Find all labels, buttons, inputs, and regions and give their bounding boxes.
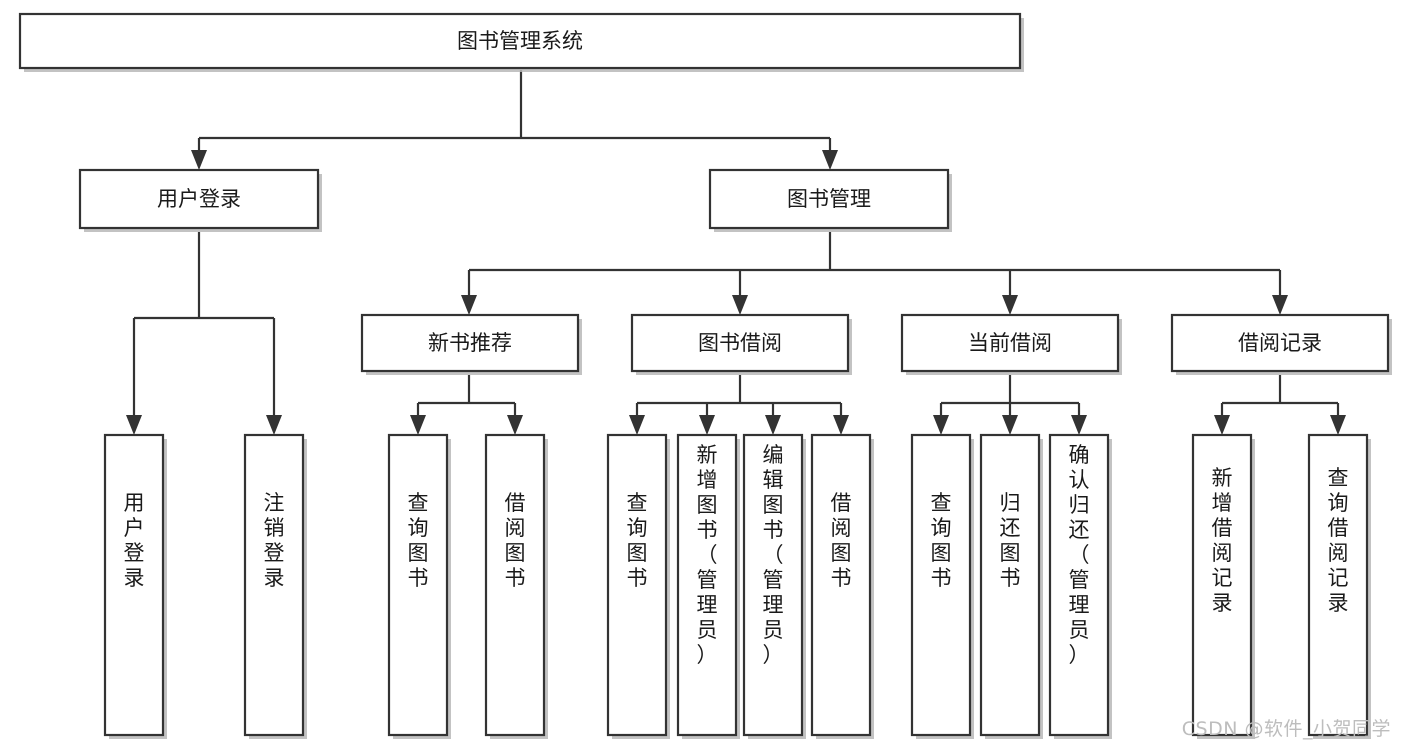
arrow-user-login-leaf-2 (266, 415, 282, 435)
node-label: 借阅图书 (831, 491, 852, 590)
arrow-current-borrow-leaf-1 (933, 415, 949, 435)
node-label: 查询图书 (931, 491, 952, 590)
arrow-book-borrow-leaf-2 (699, 415, 715, 435)
node-label: 注销登录 (264, 491, 285, 590)
leaf-node-borrow-record-add-record[interactable]: 新增借阅记录 (1191, 433, 1255, 739)
node-book-borrow[interactable]: 图书借阅 (630, 313, 852, 375)
leaf-node-current-borrow-return-book[interactable]: 归还图书 (979, 433, 1043, 739)
node-rect[interactable] (979, 433, 1041, 737)
arrow-book-borrow-leaf-4 (833, 415, 849, 435)
node-rect[interactable] (484, 433, 546, 737)
connector-layer (126, 70, 1346, 435)
leaf-node-borrow-record-query-record[interactable]: 查询借阅记录 (1307, 433, 1371, 739)
node-label: 用户登录 (124, 491, 145, 590)
node-new-book-recommend[interactable]: 新书推荐 (360, 313, 582, 375)
arrow-book-borrow-leaf-3 (765, 415, 781, 435)
node-current-borrow[interactable]: 当前借阅 (900, 313, 1122, 375)
arrow-new-book-leaf-2 (507, 415, 523, 435)
node-label: 当前借阅 (968, 331, 1052, 355)
leaf-node-user-login-logout[interactable]: 注销登录 (243, 433, 307, 739)
leaf-node-book-borrow-borrow-book[interactable]: 借阅图书 (810, 433, 874, 739)
node-rect[interactable] (742, 433, 804, 737)
node-book-management[interactable]: 图书管理 (708, 168, 952, 232)
node-rect[interactable] (360, 313, 580, 373)
arrow-user-login-leaf-1 (126, 415, 142, 435)
node-borrow-record[interactable]: 借阅记录 (1170, 313, 1392, 375)
node-rect[interactable] (243, 433, 305, 737)
arrow-current-borrow-leaf-3 (1071, 415, 1087, 435)
node-label: 查询图书 (627, 491, 648, 590)
node-label: 图书管理系统 (457, 29, 583, 53)
arrow-new-book-leaf-1 (410, 415, 426, 435)
node-rect[interactable] (1048, 433, 1110, 737)
arrow-current-borrow-leaf-2 (1002, 415, 1018, 435)
leaf-node-current-borrow-confirm-return-admin[interactable]: 确认归还（管理员） (1048, 433, 1112, 739)
arrow-to-book-borrow (732, 295, 748, 315)
arrow-borrow-record-leaf-2 (1330, 415, 1346, 435)
leaf-node-user-login-login[interactable]: 用户登录 (103, 433, 167, 739)
node-label: 查询借阅记录 (1328, 466, 1349, 615)
node-label: 新书推荐 (428, 331, 512, 355)
node-rect[interactable] (606, 433, 668, 737)
leaf-node-book-borrow-add-book-admin[interactable]: 新增图书（管理员） (676, 433, 740, 739)
node-rect[interactable] (900, 313, 1120, 373)
node-label: 新增借阅记录 (1212, 466, 1233, 615)
leaf-node-new-book-query-book[interactable]: 查询图书 (387, 433, 451, 739)
arrow-to-current-borrow (1002, 295, 1018, 315)
node-label: 图书管理 (787, 187, 871, 211)
node-root-book-management-system[interactable]: 图书管理系统 (18, 12, 1024, 72)
node-user-login[interactable]: 用户登录 (78, 168, 322, 232)
node-rect[interactable] (18, 12, 1022, 70)
node-label: 借阅图书 (505, 491, 526, 590)
arrow-to-new-book (461, 295, 477, 315)
leaf-node-current-borrow-query-book[interactable]: 查询图书 (910, 433, 974, 739)
node-label: 新增图书（管理员） (697, 443, 718, 667)
node-rect[interactable] (676, 433, 738, 737)
node-label: 编辑图书（管理员） (763, 443, 784, 667)
arrow-to-user-login (191, 150, 207, 170)
node-rect[interactable] (910, 433, 972, 737)
node-rect[interactable] (1307, 433, 1369, 737)
node-rect[interactable] (1170, 313, 1390, 373)
arrow-book-borrow-leaf-1 (629, 415, 645, 435)
node-label: 查询图书 (408, 491, 429, 590)
node-rect[interactable] (103, 433, 165, 737)
node-label: 图书借阅 (698, 331, 782, 355)
csdn-watermark: CSDN @软件_小贺同学 (1181, 718, 1391, 740)
arrow-to-borrow-record (1272, 295, 1288, 315)
node-rect[interactable] (78, 168, 320, 230)
node-label: 用户登录 (157, 187, 241, 211)
arrow-to-book-mgmt (822, 150, 838, 170)
node-label: 借阅记录 (1238, 331, 1322, 355)
node-rect[interactable] (708, 168, 950, 230)
node-rect[interactable] (810, 433, 872, 737)
node-label: 确认归还（管理员） (1069, 443, 1090, 667)
arrow-borrow-record-leaf-1 (1214, 415, 1230, 435)
node-rect[interactable] (387, 433, 449, 737)
node-label: 归还图书 (1000, 491, 1021, 590)
leaf-node-book-borrow-edit-book-admin[interactable]: 编辑图书（管理员） (742, 433, 806, 739)
leaf-node-new-book-borrow-book[interactable]: 借阅图书 (484, 433, 548, 739)
node-rect[interactable] (630, 313, 850, 373)
node-rect[interactable] (1191, 433, 1253, 737)
leaf-node-book-borrow-query-book[interactable]: 查询图书 (606, 433, 670, 739)
